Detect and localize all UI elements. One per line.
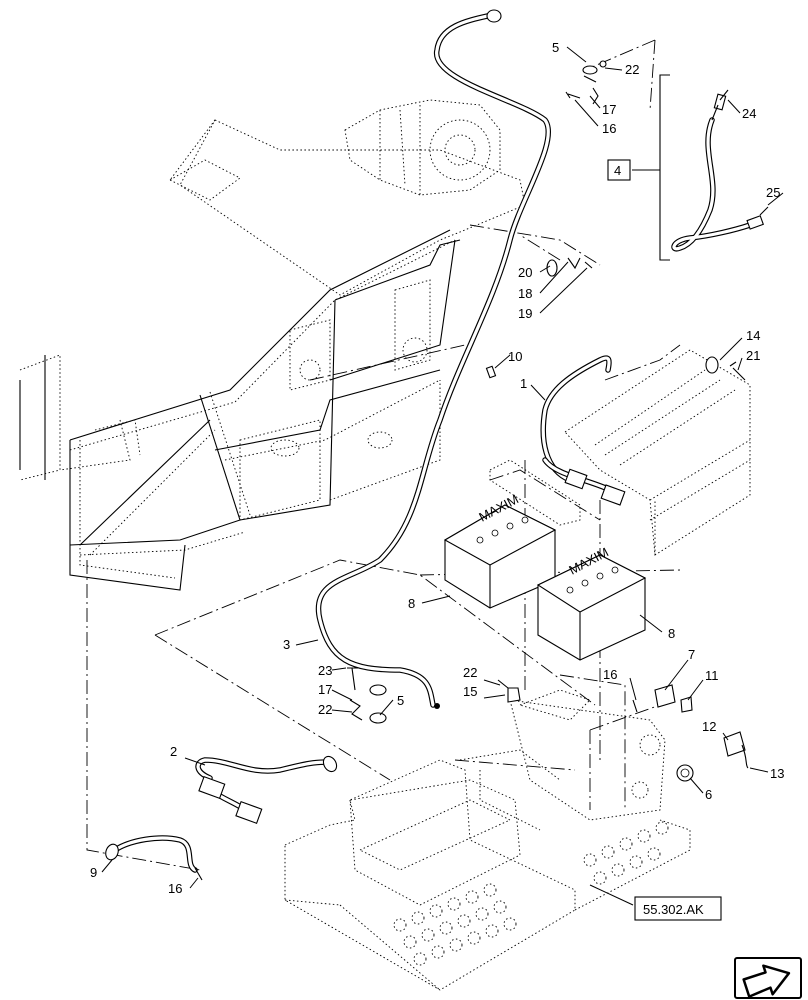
cable-1	[540, 355, 626, 506]
callout-25: 25	[766, 185, 780, 200]
cable-3	[315, 9, 552, 709]
kit-4-label: 4	[614, 163, 621, 178]
cable-9	[105, 835, 198, 873]
callout-22: 22	[625, 62, 639, 77]
reference-55-302-ak[interactable]: 55.302.AK	[634, 896, 722, 921]
callout-5: 5	[552, 40, 559, 55]
reference-label[interactable]: 55.302.AK	[643, 902, 704, 917]
hardware	[194, 60, 749, 881]
leader-lines	[101, 46, 784, 906]
callout-21: 21	[746, 348, 760, 363]
callout-17: 17	[602, 102, 616, 117]
callout-11: 11	[705, 668, 719, 683]
callout-8: 8	[668, 626, 675, 641]
callout-22: 22	[318, 702, 332, 717]
callout-6: 6	[705, 787, 712, 802]
arrow-icon[interactable]	[734, 957, 802, 1000]
cable-2	[195, 755, 338, 824]
battery-right: MAXIM	[536, 544, 647, 661]
callout-18: 18	[518, 286, 532, 301]
battery-left: MAXIM	[443, 491, 557, 609]
callout-20: 20	[518, 265, 532, 280]
callout-17: 17	[318, 682, 332, 697]
kit-4-box: 4	[607, 159, 631, 181]
callout-24: 24	[742, 106, 756, 121]
callout-19: 19	[518, 306, 532, 321]
callout-16: 16	[603, 667, 617, 682]
step-toolbox	[284, 749, 691, 991]
callout-16: 16	[602, 121, 616, 136]
callout-5: 5	[397, 693, 404, 708]
battery-tray	[489, 459, 666, 821]
kit-4-group	[632, 74, 769, 261]
step-grate	[393, 821, 669, 966]
battery-cover	[564, 349, 751, 556]
callout-10: 10	[508, 349, 522, 364]
callout-3: 3	[283, 637, 290, 652]
callout-labels: 5 22 17 16 24 25 20 18 19 10 1 14 21 8 8…	[90, 40, 784, 896]
callout-12: 12	[702, 719, 716, 734]
callout-2: 2	[170, 744, 177, 759]
callout-1: 1	[520, 376, 527, 391]
callout-9: 9	[90, 865, 97, 880]
callout-16: 16	[168, 881, 182, 896]
callout-14: 14	[746, 328, 760, 343]
callout-22: 22	[463, 665, 477, 680]
callout-7: 7	[688, 647, 695, 662]
callout-8: 8	[408, 596, 415, 611]
callout-23: 23	[318, 663, 332, 678]
chassis-frame	[19, 99, 526, 591]
callout-13: 13	[770, 766, 784, 781]
callout-15: 15	[463, 684, 477, 699]
